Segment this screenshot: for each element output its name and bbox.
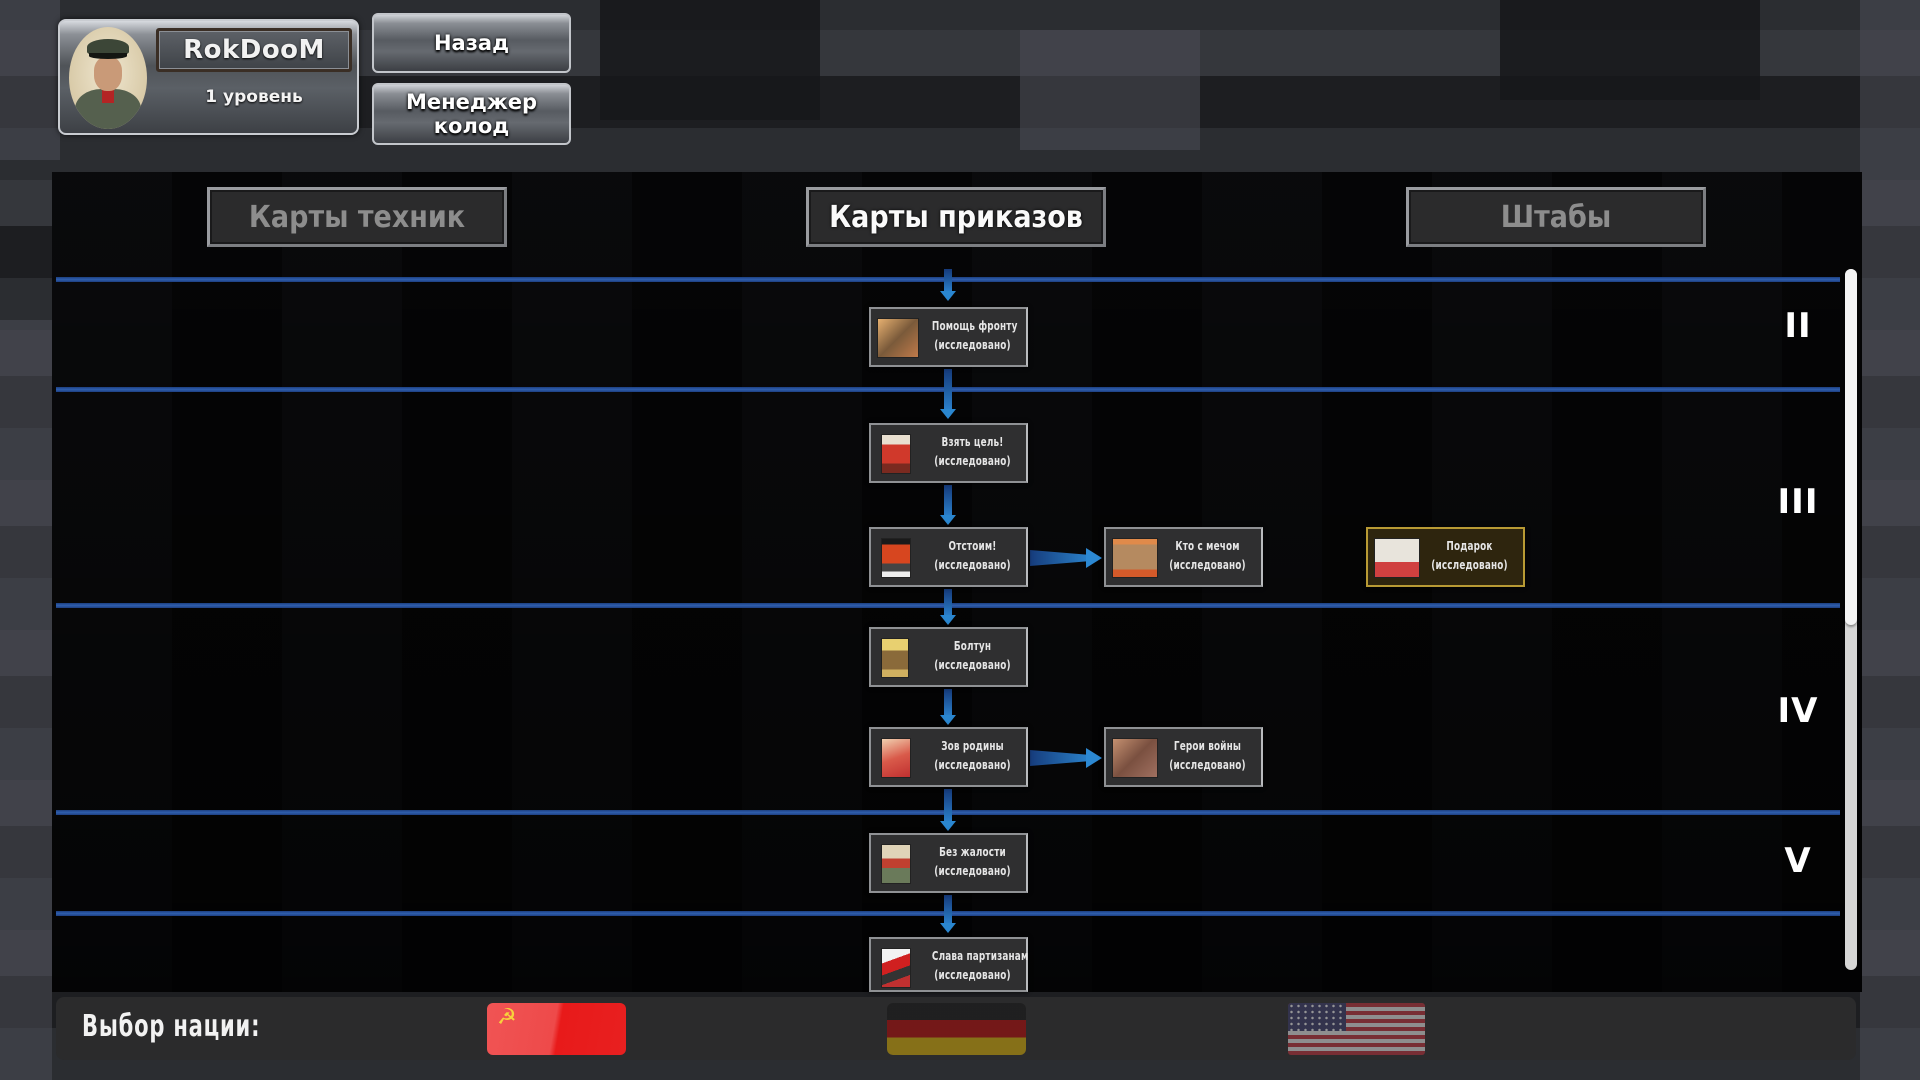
nation-flag-germany[interactable] bbox=[887, 1003, 1026, 1055]
background-block bbox=[0, 320, 52, 1080]
card-poster-thumbnail bbox=[881, 434, 911, 474]
card-status: (исследовано) bbox=[934, 558, 1011, 572]
nation-flag-usa[interactable] bbox=[1288, 1003, 1425, 1055]
card-title: Зов родины bbox=[941, 739, 1004, 753]
card-title: Герои войны bbox=[1173, 739, 1242, 753]
background-block bbox=[600, 0, 820, 120]
nation-select-bar bbox=[56, 997, 1856, 1060]
card-poster-thumbnail bbox=[877, 318, 919, 358]
arrow-down-icon bbox=[940, 269, 956, 305]
card-status: (исследовано) bbox=[1169, 558, 1246, 572]
card-title: Помощь фронту bbox=[931, 319, 1018, 333]
card-vzyat-tsel[interactable]: Взять цель! (исследовано) bbox=[869, 423, 1028, 483]
nation-select-label: Выбор нации: bbox=[82, 1009, 261, 1044]
card-status: (исследовано) bbox=[934, 968, 1011, 982]
card-poster-thumbnail bbox=[881, 948, 911, 988]
card-title: Взять цель! bbox=[941, 435, 1004, 449]
card-geroi-voyny[interactable]: Герои войны (исследовано) bbox=[1104, 727, 1263, 787]
tier-label-ii: II bbox=[1784, 306, 1812, 346]
tab-order-cards[interactable]: Карты приказов bbox=[806, 187, 1106, 247]
arrow-right-icon bbox=[1030, 747, 1102, 769]
card-poster-thumbnail bbox=[881, 738, 911, 778]
tier-label-v: V bbox=[1784, 841, 1812, 881]
card-boltun[interactable]: Болтун (исследовано) bbox=[869, 627, 1028, 687]
tier-label-iii: III bbox=[1777, 482, 1819, 522]
back-button[interactable]: Назад bbox=[372, 13, 571, 73]
card-poster-thumbnail bbox=[881, 538, 911, 578]
arrow-down-icon bbox=[940, 485, 956, 527]
arrow-down-icon bbox=[940, 689, 956, 727]
card-podarok[interactable]: Подарок (исследовано) bbox=[1366, 527, 1525, 587]
card-title: Без жалости bbox=[939, 845, 1006, 859]
tier-label-iv: IV bbox=[1777, 691, 1819, 731]
card-bez-zhalosti[interactable]: Без жалости (исследовано) bbox=[869, 833, 1028, 893]
arrow-down-icon bbox=[940, 369, 956, 421]
arrow-down-icon bbox=[940, 789, 956, 833]
card-status: (исследовано) bbox=[934, 658, 1011, 672]
stars-canton bbox=[1288, 1003, 1346, 1031]
player-level: 1 уровень bbox=[205, 87, 303, 107]
avatar bbox=[69, 27, 147, 129]
card-otstoim[interactable]: Отстоим! (исследовано) bbox=[869, 527, 1028, 587]
card-pomoshch-frontu[interactable]: Помощь фронту (исследовано) bbox=[869, 307, 1028, 367]
card-status: (исследовано) bbox=[1169, 758, 1246, 772]
card-zov-rodiny[interactable]: Зов родины (исследовано) bbox=[869, 727, 1028, 787]
card-title: Кто с мечом bbox=[1175, 539, 1240, 553]
deck-manager-button[interactable]: Менеджер колод bbox=[372, 83, 571, 145]
card-poster-thumbnail bbox=[881, 638, 909, 678]
arrow-down-icon bbox=[940, 895, 956, 935]
card-status: (исследовано) bbox=[934, 454, 1011, 468]
card-poster-thumbnail bbox=[1112, 538, 1158, 578]
deck-manager-label: Менеджер колод bbox=[405, 89, 538, 138]
card-status: (исследовано) bbox=[934, 864, 1011, 878]
card-poster-thumbnail bbox=[1112, 738, 1158, 778]
background-block bbox=[1020, 30, 1200, 150]
card-status: (исследовано) bbox=[934, 338, 1011, 352]
card-title: Подарок bbox=[1446, 539, 1493, 553]
card-status: (исследовано) bbox=[934, 758, 1011, 772]
card-kto-s-mechom[interactable]: Кто с мечом (исследовано) bbox=[1104, 527, 1263, 587]
vertical-scrollbar[interactable] bbox=[1845, 269, 1857, 970]
background-block bbox=[0, 0, 60, 160]
card-status: (исследовано) bbox=[1431, 558, 1508, 572]
tab-tech-cards[interactable]: Карты техник bbox=[207, 187, 507, 247]
player-name: RokDooM bbox=[156, 28, 352, 72]
background-block bbox=[1860, 0, 1920, 1080]
card-title: Отстоим! bbox=[948, 539, 997, 553]
card-title: Болтун bbox=[953, 639, 992, 653]
card-slava-partizanam[interactable]: Слава партизанам (исследовано) bbox=[869, 937, 1028, 992]
arrow-down-icon bbox=[940, 589, 956, 627]
background-block bbox=[1500, 0, 1760, 100]
nation-flag-ussr[interactable]: ☭ bbox=[487, 1003, 626, 1055]
scrollbar-thumb[interactable] bbox=[1845, 269, 1857, 625]
tab-headquarters[interactable]: Штабы bbox=[1406, 187, 1706, 247]
card-title: Слава партизанам bbox=[931, 949, 1029, 963]
card-poster-thumbnail bbox=[1374, 538, 1420, 578]
hammer-sickle-icon: ☭ bbox=[497, 1005, 517, 1030]
arrow-right-icon bbox=[1030, 547, 1102, 569]
player-profile: RokDooM 1 уровень bbox=[58, 19, 359, 135]
card-poster-thumbnail bbox=[881, 844, 911, 884]
